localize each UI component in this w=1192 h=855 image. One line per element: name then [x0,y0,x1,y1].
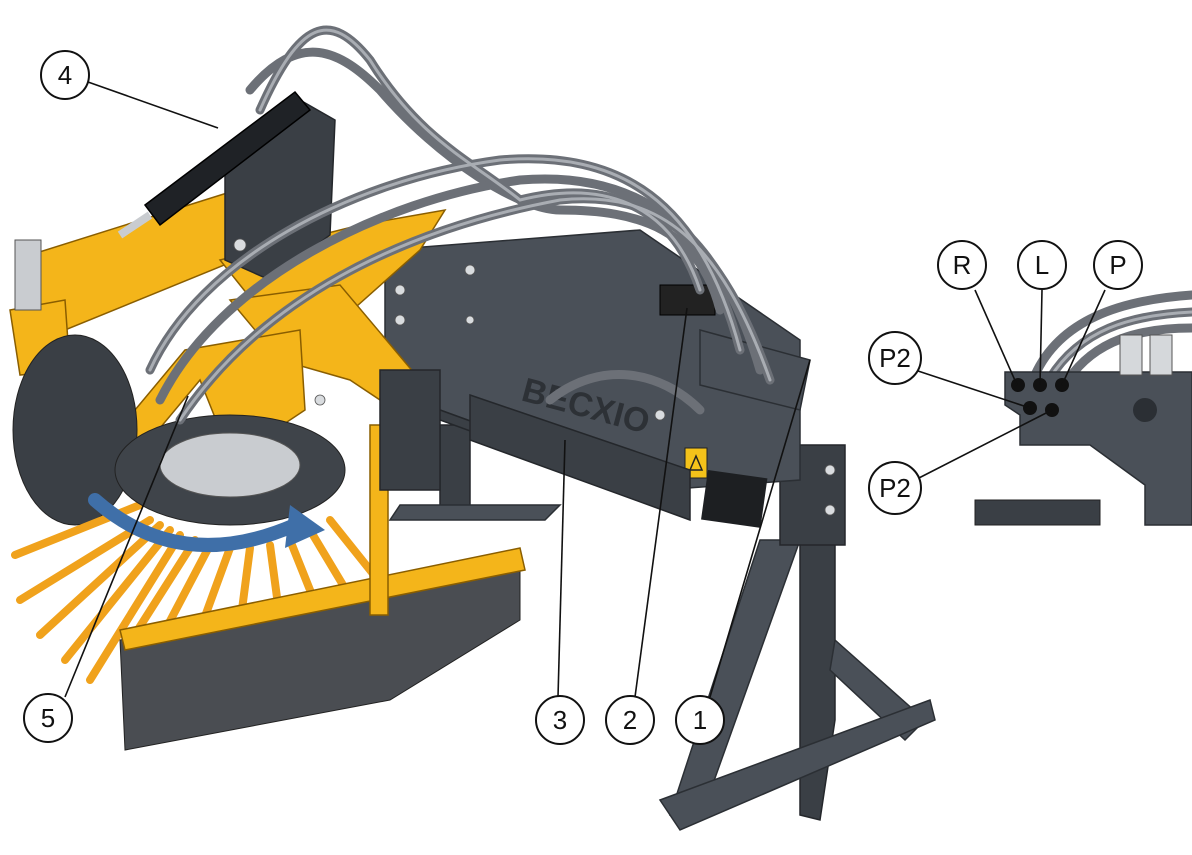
callout-r-label: R [953,250,972,280]
callout-5: 5 [23,693,73,743]
fasteners [233,238,836,516]
rotary-brush [11,414,394,684]
callout-3: 3 [535,695,585,745]
port-r [1011,378,1025,392]
callout-3-label: 3 [553,705,567,735]
rotation-arrow-icon [88,493,302,552]
leader-lines [64,81,1106,698]
callout-p2-lower: P2 [868,461,922,515]
callout-4: 4 [40,50,90,100]
callout-2: 2 [605,695,655,745]
callout-r: R [937,240,987,290]
support-stand [388,424,936,831]
callout-2-label: 2 [623,705,637,735]
callout-p2-upper: P2 [868,331,922,385]
main-housing: BECXIO [384,229,811,528]
callout-p: P [1093,240,1143,290]
callout-l-label: L [1035,250,1049,280]
hydraulic-hoses [145,25,775,425]
callout-p2-lower-label: P2 [879,473,911,503]
hydraulic-cylinder [117,90,312,239]
port-detail-inset [974,290,1192,526]
guide-wheel [12,334,138,526]
callout-p-label: P [1109,250,1126,280]
callout-1: 1 [675,695,725,745]
callout-l: L [1017,240,1067,290]
callout-p2-upper-label: P2 [879,343,911,373]
callout-4-label: 4 [58,60,72,90]
callout-1-label: 1 [693,705,707,735]
deflector-skirt [119,369,526,751]
callout-5-label: 5 [41,703,55,733]
